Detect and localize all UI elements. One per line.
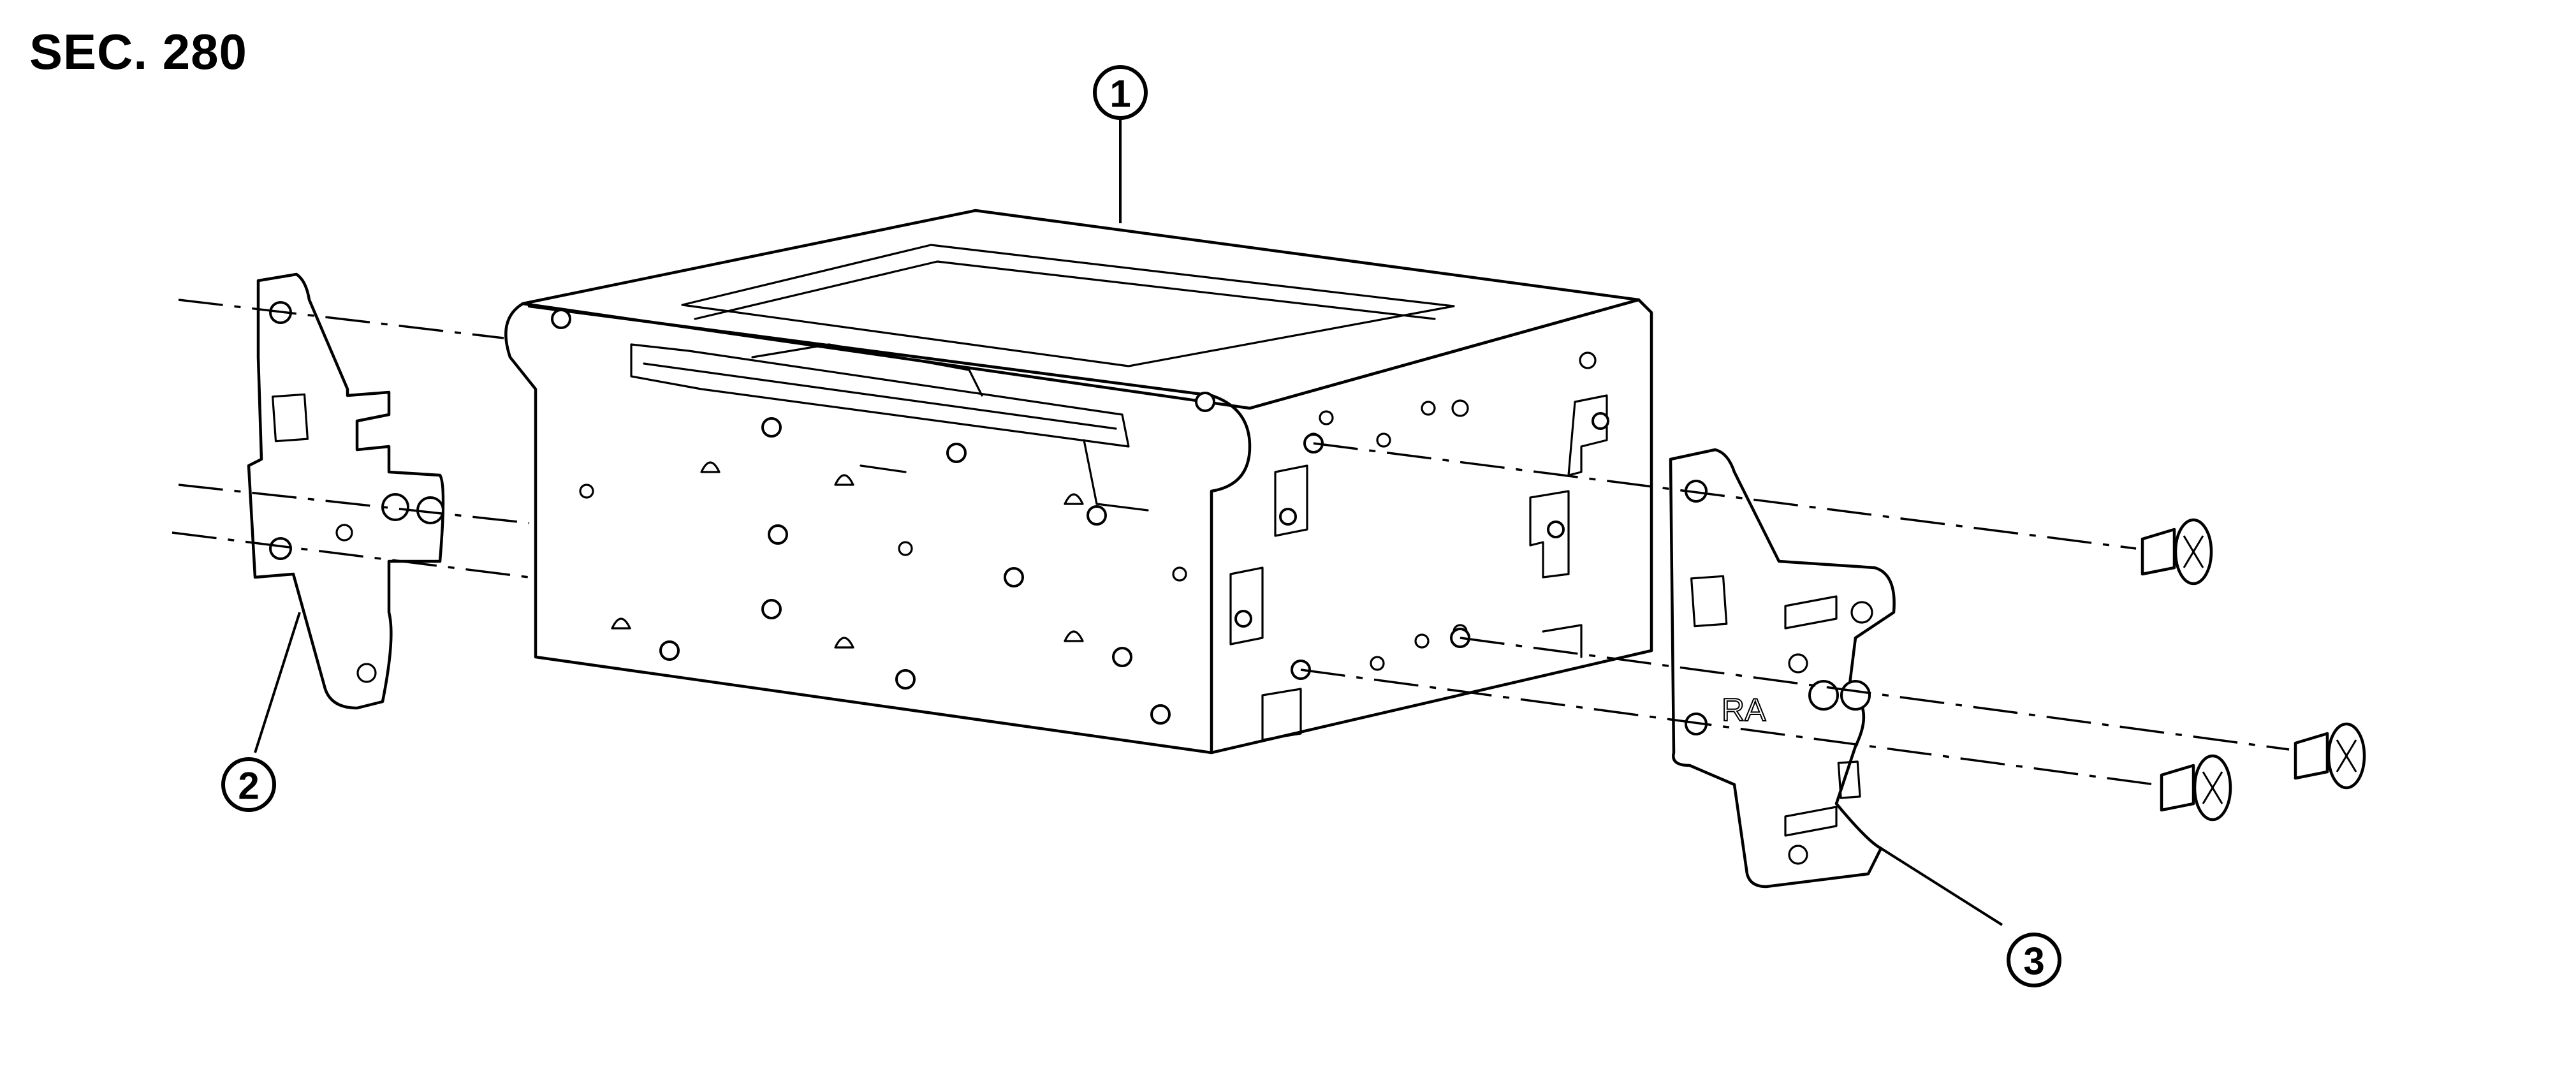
bracket-marking: RA	[1722, 692, 1766, 728]
front-holes	[579, 461, 1187, 649]
callout-1-label: 1	[1109, 73, 1131, 115]
bracket-lh	[247, 272, 445, 710]
screw-3	[2160, 754, 2232, 822]
unit-disc-slot	[630, 343, 1130, 448]
unit-front-face	[504, 302, 1252, 755]
callout-2: 2	[221, 757, 276, 812]
callout-3-label: 3	[2023, 940, 2044, 983]
screw-1	[2141, 518, 2213, 586]
side-features	[1229, 351, 1609, 741]
front-screws	[551, 309, 1215, 725]
screw-2	[2294, 722, 2366, 790]
leader-lines	[254, 118, 2003, 926]
callout-3: 3	[2007, 933, 2061, 987]
bracket-rh: RA	[1669, 448, 1896, 889]
callout-2-label: 2	[238, 765, 259, 808]
alignment-lines	[172, 299, 2290, 786]
callout-1: 1	[1093, 65, 1148, 120]
section-title: SEC. 280	[29, 24, 247, 80]
unit-top-panel	[681, 244, 1455, 367]
av-control-unit	[504, 209, 1653, 755]
